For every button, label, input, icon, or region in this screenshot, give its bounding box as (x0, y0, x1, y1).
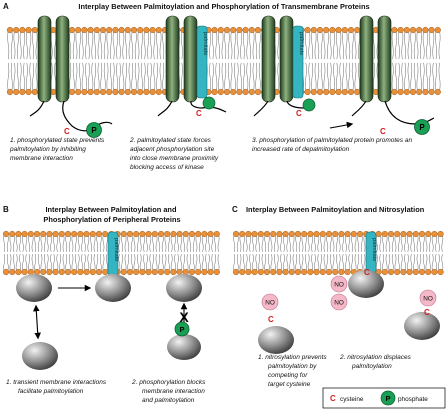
membrane-panel-a (6, 26, 441, 96)
palmitate-label-a2: palmitate (202, 32, 208, 56)
cysteine-marker-a3-left: C (296, 109, 302, 118)
panel-c-letter: C (232, 205, 238, 214)
peripheral-protein-b2-top (166, 274, 202, 302)
panel-a-title: Interplay Between Palmitoylation and Pho… (78, 2, 369, 11)
caption-c2: 2. nitrosylation displaces palmitoylatio… (339, 354, 413, 370)
peripheral-protein-b2-phosphorylated (167, 334, 201, 360)
caption-a3: 3. phosphorylation of palmitoylated prot… (252, 137, 414, 153)
phosphate-marker-a1 (86, 122, 102, 138)
panel-b-letter: B (3, 205, 9, 214)
phosphate-symbol-a3: P (419, 123, 425, 132)
transmembrane-protein-1 (29, 15, 113, 132)
cysteine-marker-a1: C (64, 127, 70, 136)
cysteine-marker-c-right: C (424, 308, 430, 317)
nitrosyl-group-c2a (330, 275, 348, 293)
palmitate-label-c1: palmitate (371, 238, 377, 262)
panel-b-title: Interplay Between Palmitoylation and Pho… (43, 205, 180, 224)
transmembrane-protein-3 (253, 15, 435, 125)
legend: C cysteine P phosphate (322, 387, 446, 409)
nitrosyl-group-c2c (419, 289, 437, 307)
peripheral-protein-c-palmitoylated (348, 270, 384, 298)
legend-phosphate-icon (380, 390, 396, 406)
caption-a2: 2. palmitoylated state forces adjacent p… (129, 137, 220, 171)
phosphate-marker-a3-right (414, 119, 430, 135)
peripheral-protein-c-nitrosylated-left (258, 326, 294, 354)
phosphate-marker-b2 (174, 321, 190, 337)
phosphate-marker-a3-left (302, 98, 316, 112)
nitrosyl-label-c2c: NO (423, 296, 433, 303)
transmembrane-protein-2 (157, 15, 227, 117)
transition-arrow-a3 (329, 121, 354, 129)
caption-b2: 2. phosphorylation blocks membrane inter… (131, 379, 207, 404)
phosphate-symbol-b2: P (179, 325, 184, 334)
legend-cysteine-symbol: C (330, 394, 336, 403)
nitrosyl-label-c1: NO (265, 300, 275, 307)
legend-cysteine-label: cysteine (340, 396, 364, 403)
peripheral-protein-b1-palmitoylated (95, 274, 131, 302)
peripheral-protein-c-nitrosylated-right (404, 312, 440, 340)
panel-c-title: Interplay Between Palmitoylation and Nit… (246, 205, 425, 214)
caption-b1: 1. transient membrane interactions facil… (6, 379, 108, 395)
membrane-panel-c (232, 230, 444, 276)
nitrosyl-label-c2b: NO (334, 300, 344, 307)
palmitate-anchor-a3 (292, 25, 304, 99)
palmitate-label-b: palmitate (113, 238, 119, 262)
membrane-interaction-arrow-b (33, 304, 41, 340)
cysteine-marker-c-left: C (268, 315, 274, 324)
cysteine-marker-a3-right: C (380, 127, 386, 136)
phosphate-symbol-a1: P (91, 126, 97, 135)
legend-phosphate-symbol: P (385, 394, 390, 403)
legend-phosphate-label: phosphate (398, 396, 428, 403)
blocked-mark-b: X (179, 309, 189, 325)
cysteine-marker-a2: C (196, 109, 202, 118)
caption-c1: 1. nitrosylation prevents palmitoylation… (258, 354, 328, 388)
palmitate-label-a3: palmitate (298, 32, 304, 56)
panel-a-letter: A (3, 2, 9, 11)
nitrosyl-group-c2b (330, 293, 348, 311)
phosphate-marker-a2 (202, 96, 216, 110)
palmitate-anchor-a2 (196, 25, 208, 99)
caption-a1: 1. phosphorylated state prevents palmito… (9, 137, 106, 162)
nitrosyl-label-c2a: NO (334, 282, 344, 289)
nitrosyl-group-c1 (261, 293, 279, 311)
cysteine-marker-c-membrane: C (364, 268, 370, 277)
membrane-panel-b (2, 230, 220, 276)
peripheral-protein-b1-top (16, 274, 52, 302)
peripheral-protein-b1-cytosolic (22, 342, 58, 370)
